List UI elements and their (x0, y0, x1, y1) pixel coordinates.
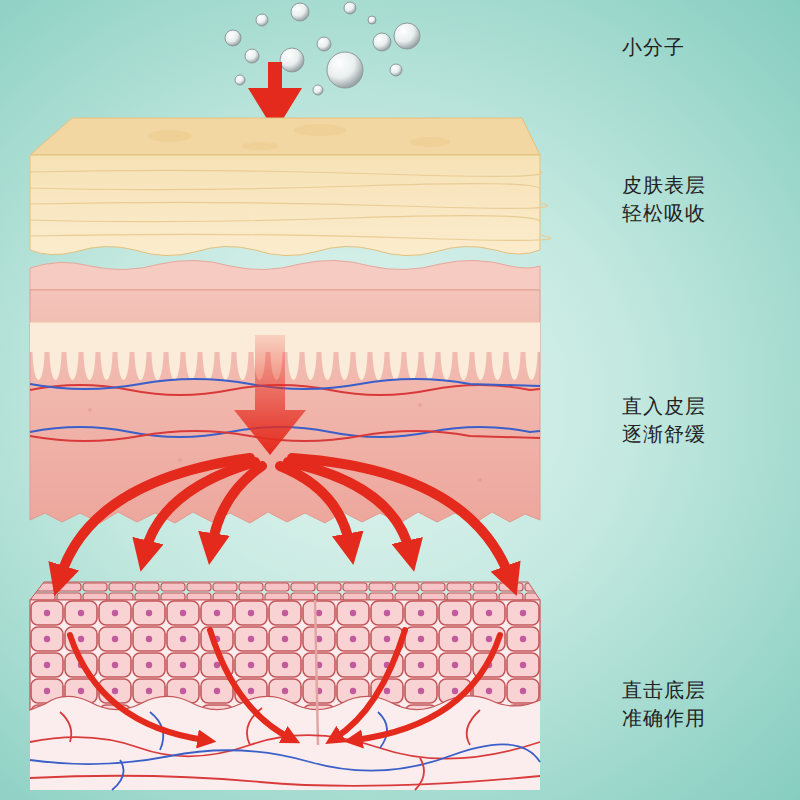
fan-arrows (145, 462, 255, 553)
base-layer (378, 712, 387, 748)
base-layer (30, 582, 540, 600)
leader-line (545, 419, 606, 421)
dermis-layer (30, 260, 540, 523)
skin-surface-layer (30, 202, 547, 208)
base-layer (315, 600, 318, 745)
molecule-bubbles (225, 2, 420, 95)
dermis-layer (30, 322, 540, 323)
base-layer (415, 758, 424, 790)
molecule-bubbles (225, 30, 241, 46)
dermis-layer (30, 260, 540, 290)
base-layer (467, 710, 480, 745)
fan-arrows (60, 458, 510, 578)
molecule-bubbles (256, 14, 268, 26)
label-text: 直入皮层 逐渐舒缓 (622, 392, 714, 448)
fan-arrows (292, 458, 510, 578)
skin-surface-layer (30, 216, 540, 222)
dermis-layer (30, 290, 540, 523)
skin-surface-layer (294, 124, 346, 136)
skin-surface-layer (242, 142, 278, 150)
base-layer (30, 582, 540, 790)
leader-line (545, 198, 606, 200)
skin-surface-layer (30, 118, 551, 256)
skin-surface-layer (410, 137, 450, 147)
skin-surface-layer (30, 170, 542, 176)
dermis-layer (418, 403, 422, 407)
molecule-bubbles (245, 49, 259, 63)
molecule-bubbles (344, 2, 356, 14)
skin-surface-layer (30, 118, 540, 155)
skin-surface-layer (30, 184, 540, 190)
base-layer (30, 600, 540, 790)
label-text: 皮肤表层 轻松吸收 (622, 171, 714, 227)
molecule-bubbles (390, 64, 402, 76)
molecule-bubbles (317, 37, 331, 51)
molecule-bubbles (235, 75, 245, 85)
base-layer (30, 776, 540, 786)
base-layer (30, 708, 540, 790)
dermis-layer (178, 458, 182, 462)
skin-surface-layer (30, 155, 540, 256)
dermis-layer (88, 408, 92, 412)
base-layer (30, 744, 540, 770)
skin-surface-layer (148, 130, 192, 142)
molecule-bubbles (368, 16, 376, 24)
skin-surface-layer (30, 234, 551, 240)
arrow-down (234, 335, 306, 455)
label-text: 小分子 (622, 33, 714, 61)
leader-line (545, 703, 606, 705)
molecule-bubbles (280, 48, 304, 72)
molecule-bubbles (373, 33, 391, 51)
base-layer (60, 712, 71, 742)
molecule-bubbles (291, 3, 309, 21)
skin-surface-layer (30, 170, 551, 240)
fan-arrows (212, 466, 262, 546)
dermis-layer (478, 478, 482, 482)
molecule-bubbles (313, 85, 323, 95)
base-layer (112, 760, 124, 790)
label-text: 直击底层 准确作用 (622, 676, 714, 732)
leader-line (455, 46, 606, 48)
molecule-bubbles (327, 52, 363, 88)
inner-arrows (210, 630, 290, 738)
molecule-bubbles (394, 23, 420, 49)
inner-arrows (70, 630, 500, 740)
inner-arrows (335, 630, 405, 738)
inner-arrows (355, 635, 500, 740)
inner-arrows (70, 635, 205, 740)
